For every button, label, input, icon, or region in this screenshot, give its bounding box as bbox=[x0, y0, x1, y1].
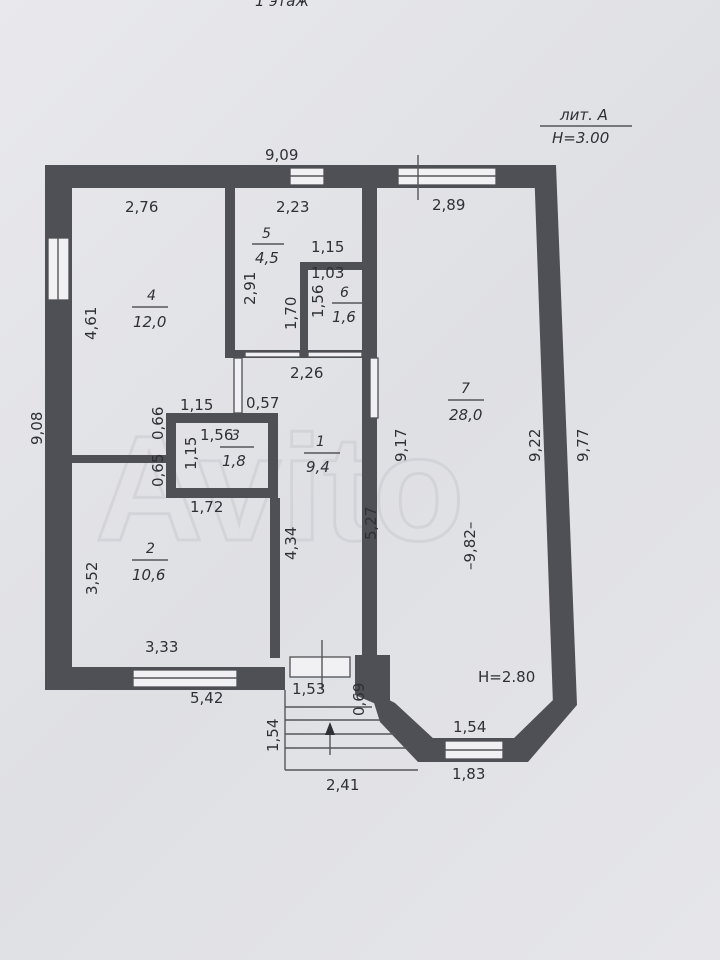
right-wall bbox=[534, 165, 577, 705]
opening-hall bbox=[233, 357, 243, 414]
room-number: 3 bbox=[231, 428, 240, 444]
wall-corridor bbox=[235, 350, 370, 358]
dim-room1-height: 5,27 bbox=[362, 507, 380, 540]
dim-room3-width: 1,56 bbox=[200, 426, 233, 444]
wall-room1-room2 bbox=[270, 498, 280, 658]
wall-room3-right bbox=[268, 413, 278, 498]
dim-room6-h-outer: 1,70 bbox=[282, 297, 300, 330]
room-number: 5 bbox=[262, 226, 271, 242]
dim-bay-inner: 1,54 bbox=[453, 718, 486, 736]
dim-entrance-width: 1,53 bbox=[292, 680, 325, 698]
dim-hall-gap: 0,57 bbox=[246, 394, 279, 412]
wall-room4-room2 bbox=[72, 455, 172, 463]
dim-room1-right: 9,17 bbox=[392, 429, 410, 462]
room-area: 1,8 bbox=[222, 452, 246, 470]
room-area: 9,4 bbox=[306, 458, 330, 476]
opening-room7 bbox=[369, 357, 379, 419]
dim-room7-height: H=2.80 bbox=[478, 668, 535, 686]
dim-room3-left-top: 0,66 bbox=[149, 407, 167, 440]
wall-room7-left bbox=[362, 188, 377, 658]
room-number: 7 bbox=[461, 381, 470, 397]
dimension-labels: 9,09 2,76 2,23 2,89 1,15 1,03 2,26 1,15 … bbox=[125, 146, 535, 794]
dim-room3-bottom: 1,72 bbox=[190, 498, 223, 516]
dim-room4-height: 4,61 bbox=[82, 307, 100, 340]
door-corridor-2 bbox=[307, 351, 363, 358]
dim-room4-width: 2,76 bbox=[125, 198, 158, 216]
building-height: H=3.00 bbox=[552, 129, 609, 147]
dim-bottom-left: 5,42 bbox=[190, 689, 223, 707]
dim-hall-left: 1,15 bbox=[180, 396, 213, 414]
room-area: 4,5 bbox=[255, 249, 279, 267]
dim-left-total: 9,08 bbox=[28, 412, 46, 445]
dim-room5-width: 2,23 bbox=[276, 198, 309, 216]
room-area: 28,0 bbox=[449, 406, 482, 424]
windows bbox=[47, 155, 504, 760]
dim-top-total: 9,09 bbox=[265, 146, 298, 164]
vertical-dimension-labels: 9,08 4,61 2,91 1,70 1,56 0,66 0,65 1,15 … bbox=[28, 272, 592, 752]
dim-bay-outer: 1,83 bbox=[452, 765, 485, 783]
wall-room3-bottom bbox=[166, 488, 278, 498]
dim-porch-width: 2,41 bbox=[326, 776, 359, 794]
dim-right-outer: 9,77 bbox=[574, 429, 592, 462]
room-area: 1,6 bbox=[332, 308, 356, 326]
interior-walls bbox=[72, 188, 377, 658]
dim-room2-width: 3,33 bbox=[145, 638, 178, 656]
entrance-door bbox=[289, 656, 351, 678]
dim-room5-height: 2,91 bbox=[241, 272, 259, 305]
dim-room2-height: 3,52 bbox=[83, 562, 101, 595]
dim-room6-height: 1,56 bbox=[309, 285, 327, 318]
door-corridor-1 bbox=[244, 351, 301, 358]
dim-room7-length: –9,82– bbox=[461, 522, 479, 570]
dim-entrance-side: 0,69 bbox=[350, 683, 368, 716]
room-area: 12,0 bbox=[133, 313, 166, 331]
dim-corridor-width: 2,26 bbox=[290, 364, 323, 382]
room-number: 4 bbox=[147, 288, 156, 304]
room-area: 10,6 bbox=[132, 566, 165, 584]
dim-room6-width: 1,03 bbox=[311, 264, 344, 282]
dim-room7-left: 9,22 bbox=[526, 429, 544, 462]
wall-room4-room5 bbox=[225, 188, 235, 358]
room-labels: 4 12,0 5 4,5 6 1,6 3 1,8 1 9,4 2 10,6 7 … bbox=[132, 226, 484, 584]
dim-room1-left: 4,34 bbox=[282, 527, 300, 560]
wall-room3-left bbox=[166, 413, 176, 498]
litera-label: лит. А bbox=[559, 106, 608, 124]
room-number: 6 bbox=[340, 285, 349, 301]
porch-steps bbox=[284, 690, 418, 771]
wall-room3-top bbox=[166, 413, 278, 423]
dim-room7-top: 2,89 bbox=[432, 196, 465, 214]
dim-porch-height: 1,54 bbox=[264, 719, 282, 752]
wall-room6-top bbox=[300, 262, 370, 270]
room-number: 2 bbox=[146, 541, 155, 557]
bay-wall-right bbox=[510, 700, 577, 762]
dim-room3-left-bot: 0,65 bbox=[149, 454, 167, 487]
floor-title: 1 этаж bbox=[255, 0, 309, 10]
dim-room6-outer: 1,15 bbox=[311, 238, 344, 256]
dim-room3-height: 1,15 bbox=[182, 437, 200, 470]
wall-room6-left bbox=[300, 262, 308, 358]
room-number: 1 bbox=[316, 434, 325, 450]
